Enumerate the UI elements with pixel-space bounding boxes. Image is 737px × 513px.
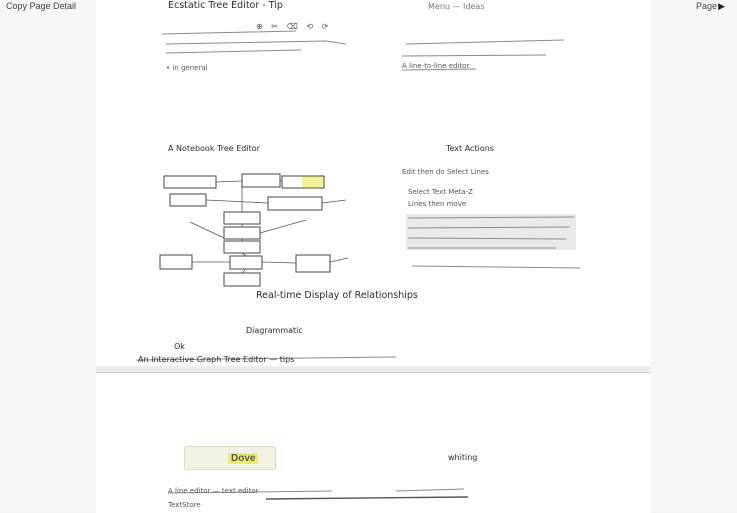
- page1-right-note: A line-to-line editor: [402, 62, 470, 70]
- page2-line-2: TextStore: [168, 501, 201, 509]
- page2-right-title: whiting: [448, 453, 478, 462]
- page1-note-3: An Interactive Graph Tree Editor — tips: [138, 355, 295, 364]
- page1-header: Ecstatic Tree Editor - Tip: [168, 0, 283, 11]
- page1-left-note: • in general: [166, 64, 208, 72]
- right-panel: Page ▶: [651, 0, 737, 512]
- page1-note-2: Ok: [174, 342, 185, 351]
- page1-header-right: Menu — Ideas: [428, 2, 485, 11]
- notebook-page-1: Ecstatic Tree Editor - Tip ⊕ ✂ ⌫ ⟲ ⟳ Men…: [96, 0, 651, 373]
- page2-line-1: A line editor — text editor: [168, 487, 259, 495]
- status-badge-box: [184, 446, 276, 470]
- right-item-3: Lines then move: [408, 200, 467, 208]
- diagram-caption: Real-time Display of Relationships: [256, 290, 418, 301]
- left-section-title: A Notebook Tree Editor: [168, 144, 260, 153]
- left-panel-label: Copy Page Detail: [6, 1, 77, 11]
- page1-note-1: Diagrammatic: [246, 326, 303, 335]
- right-panel-label: Page: [695, 1, 717, 11]
- page1-toolbar-marks: ⊕ ✂ ⌫ ⟲ ⟳: [256, 22, 332, 31]
- page2-sketch-lines: [167, 488, 469, 500]
- status-badge: Dove: [228, 453, 259, 464]
- page1-sketch-lines: [131, 30, 581, 373]
- right-item-2: Select Text Meta-Z: [408, 188, 473, 196]
- next-page-arrow-icon[interactable]: ▶: [718, 1, 725, 11]
- left-panel: Copy Page Detail: [0, 0, 96, 512]
- page-divider: [96, 366, 651, 372]
- right-section-title: Text Actions: [446, 144, 494, 153]
- right-item-1: Edit then do Select Lines: [402, 168, 489, 176]
- notebook-page-2: Dove whiting A line editor — text editor…: [96, 372, 651, 513]
